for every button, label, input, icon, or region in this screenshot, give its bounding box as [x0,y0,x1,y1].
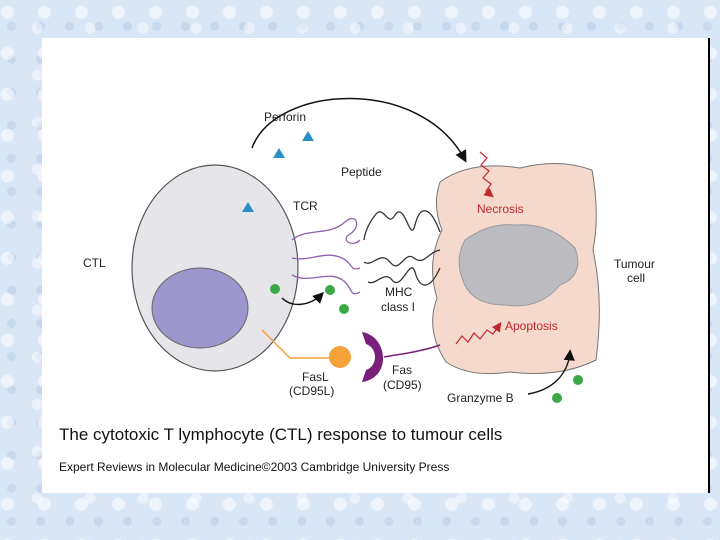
granzyme-b-granule [552,393,562,403]
apoptosis-label: Apoptosis [505,319,558,333]
tcr-label: TCR [293,199,318,213]
fasl-label-line2: (CD95L) [289,384,334,398]
necrosis-zigzag [479,151,494,198]
granzyme-b-label: Granzyme B [447,391,514,405]
fasl-ligand [329,346,351,368]
fas-label-line2: (CD95) [383,378,422,392]
perforin-triangle [273,148,285,158]
tumour-cell-label-line2: cell [627,271,645,285]
perforin-triangle [302,131,314,141]
fas-label-line1: Fas [392,363,412,377]
necrosis-label: Necrosis [477,202,524,216]
fasl-stalk [261,329,330,359]
perforin-arrow [251,97,467,163]
granzyme-b-granule [573,375,583,385]
mhc-class-i [363,210,441,286]
fas-receptor [362,332,384,382]
mhc-label-line1: MHC [385,285,413,299]
apoptosis-zigzag [455,322,502,345]
perforin-label: Perforin [264,110,306,124]
slide-border [708,38,710,493]
tumour-nucleus [458,224,579,307]
ctl-nucleus [151,267,249,349]
fas-to-apoptosis-line [383,344,441,358]
granzyme-granule [325,285,335,295]
figure-caption: The cytotoxic T lymphocyte (CTL) respons… [59,425,503,444]
tumour-cell-label-line1: Tumour [614,257,655,271]
ctl-label: CTL [83,256,106,270]
granzyme-granule [270,284,280,294]
granzyme-b-arrow [527,349,575,395]
peptide-label: Peptide [341,165,382,179]
perforin-triangle [242,202,254,212]
fasl-label-line1: FasL [302,370,329,384]
granzyme-release-arrow [281,292,324,305]
granzyme-granule [339,304,349,314]
figure-credit: Expert Reviews in Molecular Medicine©200… [59,460,450,474]
mhc-label-line2: class I [381,300,415,314]
tcr-receptor [291,217,361,295]
